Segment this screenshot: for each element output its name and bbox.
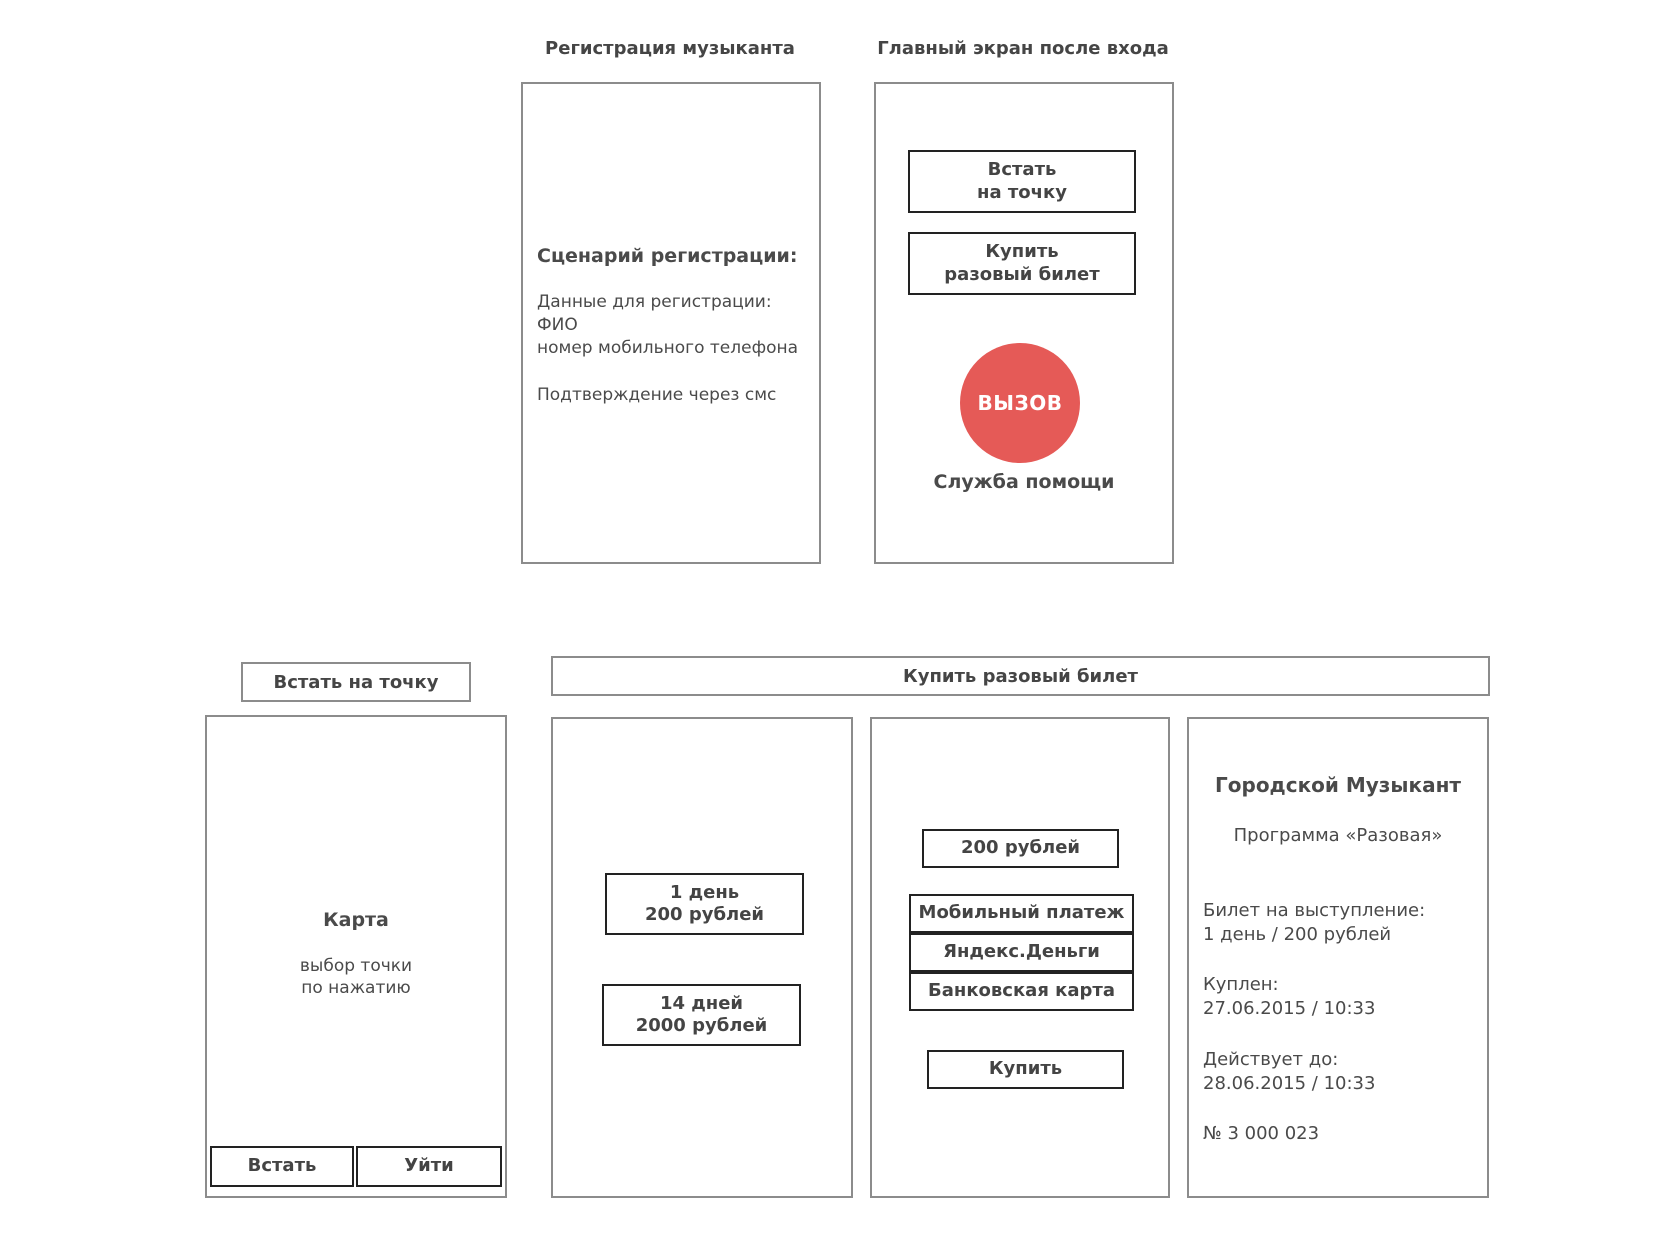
ticket-screen: Городской Музыкант Программа «Разовая» Б… [1187, 717, 1489, 1198]
tariff-14-days-label-line1: 14 дней [659, 992, 744, 1014]
payment-method-yandex[interactable]: Яндекс.Деньги [909, 933, 1134, 972]
map-hint-line2: по нажатию [301, 978, 411, 998]
buy-ticket-label-line2: разовый билет [944, 263, 1100, 285]
call-button[interactable]: ВЫЗОВ [960, 343, 1080, 463]
main-screen-title: Главный экран после входа [877, 38, 1169, 59]
tariff-1-day-button[interactable]: 1 день 200 рублей [605, 873, 804, 935]
map-hint-line1: выбор точки [299, 956, 413, 976]
stand-on-spot-label-line1: Встать [987, 159, 1057, 180]
tariff-1-day-label-line2: 200 рублей [644, 904, 765, 925]
buy-button[interactable]: Купить [927, 1050, 1124, 1089]
leave-button[interactable]: Уйти [356, 1146, 502, 1187]
payment-screen: 200 рублей Мобильный платеж Яндекс.Деньг… [870, 717, 1170, 1198]
ticket-number: № 3 000 023 [1203, 1123, 1320, 1144]
tariff-screen: 1 день 200 рублей 14 дней 2000 рублей [551, 717, 853, 1198]
tariff-1-day-label-line1: 1 день [669, 881, 740, 903]
tariff-14-days-button[interactable]: 14 дней 2000 рублей [602, 984, 801, 1046]
map-heading: Карта [323, 909, 389, 931]
buy-ticket-label-line1: Купить [985, 241, 1059, 262]
ticket-bought-label: Куплен: [1203, 974, 1279, 995]
registration-data-label: Данные для регистрации: [537, 292, 772, 312]
ticket-bought-value: 27.06.2015 / 10:33 [1203, 998, 1376, 1019]
stand-on-spot-label-line2: на точку [977, 181, 1067, 203]
sms-confirmation: Подтверждение через смс [537, 385, 777, 405]
amount-display: 200 рублей [922, 829, 1119, 868]
buy-ticket-button[interactable]: Купить разовый билет [908, 232, 1136, 295]
ticket-program: Программа «Разовая» [1233, 825, 1443, 846]
help-service-label: Служба помощи [933, 471, 1115, 493]
payment-method-card[interactable]: Банковская карта [909, 972, 1134, 1011]
spot-screen: Карта выбор точки по нажатию Встать Уйти [205, 715, 507, 1198]
registration-title: Регистрация музыканта [545, 38, 795, 59]
scenario-heading: Сценарий регистрации: [537, 245, 798, 267]
stand-on-spot-header: Встать на точку [241, 662, 471, 702]
stand-button[interactable]: Встать [210, 1146, 354, 1187]
stand-on-spot-button[interactable]: Встать на точку [908, 150, 1136, 213]
ticket-org-name: Городской Музыкант [1215, 773, 1461, 797]
ticket-type-value: 1 день / 200 рублей [1203, 924, 1392, 945]
main-screen: Встать на точку Купить разовый билет ВЫЗ… [874, 82, 1174, 564]
registration-screen: Сценарий регистрации: Данные для регистр… [521, 82, 821, 564]
ticket-valid-value: 28.06.2015 / 10:33 [1203, 1073, 1376, 1094]
ticket-type-label: Билет на выступление: [1203, 900, 1426, 921]
field-fio: ФИО [537, 315, 578, 335]
buy-ticket-header: Купить разовый билет [551, 656, 1490, 696]
tariff-14-days-label-line2: 2000 рублей [635, 1015, 768, 1036]
payment-method-mobile[interactable]: Мобильный платеж [909, 894, 1134, 933]
ticket-valid-label: Действует до: [1203, 1049, 1339, 1070]
field-phone: номер мобильного телефона [537, 338, 799, 358]
